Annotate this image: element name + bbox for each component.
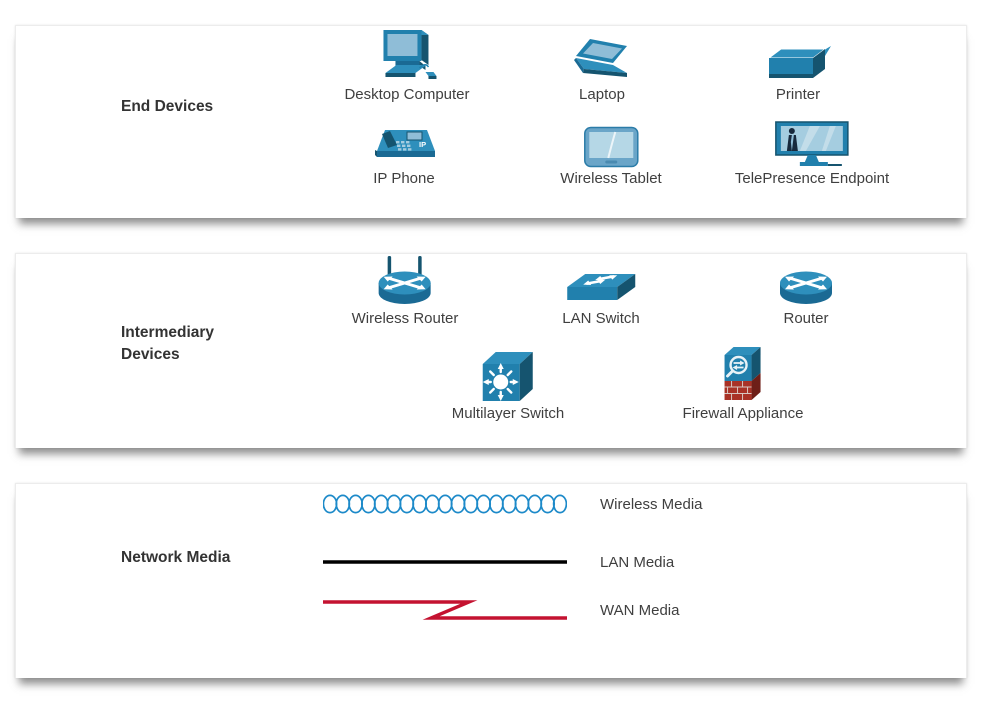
- device-laptop: Laptop: [570, 28, 634, 103]
- router-icon: [777, 256, 835, 308]
- device-label: Wireless Router: [351, 310, 459, 327]
- desktop-computer-icon: [375, 28, 439, 84]
- device-telepresence-endpoint: TelePresence Endpoint: [734, 121, 890, 187]
- lan-switch-icon: [563, 256, 639, 308]
- svg-text:IP: IP: [419, 140, 426, 149]
- media-label: LAN Media: [600, 553, 675, 571]
- firewall-appliance-icon: [718, 344, 768, 403]
- wireless-tablet-icon: [583, 124, 639, 168]
- wireless-media-icon: [323, 493, 567, 515]
- device-label: Firewall Appliance: [682, 405, 804, 422]
- wan-media-icon: [323, 595, 567, 625]
- section-title-network-media: Network Media: [121, 549, 231, 566]
- end-devices-panel: End Devices Desktop Computer: [15, 25, 967, 218]
- printer-icon: [765, 28, 831, 84]
- laptop-icon: [570, 28, 634, 84]
- ip-phone-icon: IP: [369, 124, 439, 168]
- device-wireless-tablet: Wireless Tablet: [560, 124, 662, 187]
- device-label: Printer: [775, 86, 821, 103]
- device-label: Wireless Tablet: [560, 170, 662, 187]
- device-label: Multilayer Switch: [451, 405, 565, 422]
- device-router: Router: [777, 256, 835, 327]
- device-printer: Printer: [765, 28, 831, 103]
- media-label: WAN Media: [600, 601, 680, 619]
- device-label: LAN Switch: [562, 310, 640, 327]
- section-title-intermediary-devices: Intermediary Devices: [121, 324, 215, 363]
- device-label: Router: [783, 310, 829, 327]
- device-firewall-appliance: Firewall Appliance: [682, 344, 804, 422]
- multilayer-switch-icon: [479, 349, 537, 403]
- device-multilayer-switch: Multilayer Switch: [451, 349, 565, 422]
- media-row-lan: LAN Media: [323, 550, 674, 574]
- media-label: Wireless Media: [600, 495, 703, 513]
- device-label: TelePresence Endpoint: [734, 170, 890, 187]
- device-ip-phone: IP IP Phone: [369, 124, 439, 187]
- media-row-wireless: Wireless Media: [323, 490, 703, 518]
- device-lan-switch: LAN Switch: [562, 256, 640, 327]
- device-label: IP Phone: [373, 170, 435, 187]
- intermediary-devices-panel: Intermediary Devices Wireless: [15, 253, 967, 448]
- device-desktop-computer: Desktop Computer: [344, 28, 470, 103]
- device-label: Laptop: [579, 86, 625, 103]
- network-media-panel: Network Media Wireless Media: [15, 483, 967, 678]
- device-label: Desktop Computer: [344, 86, 470, 103]
- wireless-router-icon: [376, 256, 434, 308]
- media-row-wan: WAN Media: [323, 594, 679, 626]
- lan-media-icon: [323, 557, 567, 567]
- telepresence-endpoint-icon: [774, 121, 850, 168]
- device-wireless-router: Wireless Router: [351, 256, 459, 327]
- section-title-end-devices: End Devices: [121, 98, 214, 115]
